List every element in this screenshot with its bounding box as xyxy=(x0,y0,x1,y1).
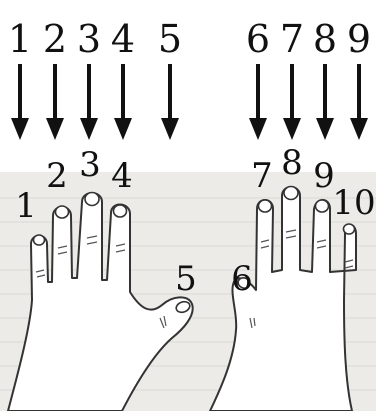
arrow-1 xyxy=(11,64,29,140)
nail-finger-7 xyxy=(259,200,272,212)
arrow-4 xyxy=(114,64,132,140)
arrow-9 xyxy=(350,64,368,140)
nail-finger-1 xyxy=(34,235,45,245)
arrow-2 xyxy=(46,64,64,140)
top-number-1: 1 xyxy=(8,17,32,61)
arrow-3 xyxy=(80,64,98,140)
top-number-7: 7 xyxy=(280,17,304,61)
finger-label-8: 8 xyxy=(281,143,303,183)
top-number-5: 5 xyxy=(158,17,182,61)
finger-label-4: 4 xyxy=(111,156,133,196)
arrow-5 xyxy=(161,64,179,140)
finger-label-10: 10 xyxy=(332,183,375,223)
top-number-2: 2 xyxy=(43,17,67,61)
nail-finger-2 xyxy=(56,206,69,218)
finger-label-3: 3 xyxy=(79,145,101,185)
finger-label-1: 1 xyxy=(15,186,37,226)
arrow-8 xyxy=(316,64,334,140)
arrow-7 xyxy=(283,64,301,140)
finger-label-2: 2 xyxy=(46,156,68,196)
nail-finger-9 xyxy=(316,200,329,212)
top-number-9: 9 xyxy=(347,17,371,61)
top-number-3: 3 xyxy=(77,17,101,61)
top-number-8: 8 xyxy=(313,17,337,61)
finger-label-6: 6 xyxy=(231,259,253,299)
finger-label-7: 7 xyxy=(251,156,273,196)
nail-finger-4 xyxy=(114,205,127,217)
nail-finger-3 xyxy=(85,193,99,206)
finger-label-5: 5 xyxy=(175,259,197,299)
top-number-6: 6 xyxy=(246,17,270,61)
arrow-6 xyxy=(249,64,267,140)
top-number-4: 4 xyxy=(111,17,135,61)
nail-finger-8 xyxy=(284,187,298,200)
nail-finger-10 xyxy=(344,224,355,234)
